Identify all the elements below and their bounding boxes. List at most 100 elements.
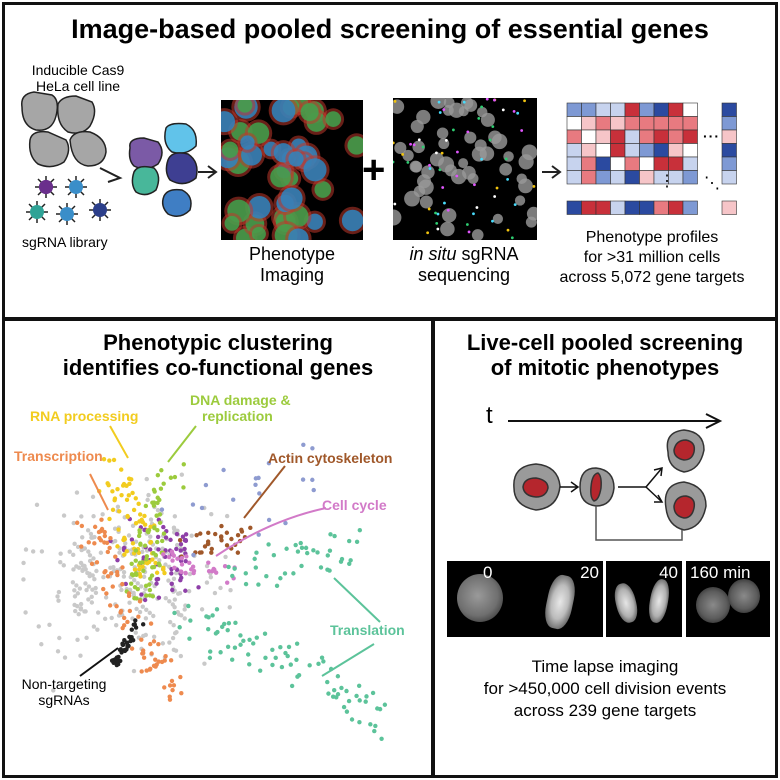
point-transcription: [99, 517, 104, 522]
point-other: [133, 630, 138, 635]
point-rna-processing: [130, 541, 136, 546]
point-other: [67, 549, 72, 554]
point-other: [173, 648, 179, 653]
point-dna-damage: [149, 573, 155, 578]
point-translation: [186, 603, 191, 609]
point-rna-processing: [161, 565, 166, 571]
point-other: [55, 594, 60, 599]
point-translation: [299, 563, 304, 569]
leader-line: [333, 577, 381, 623]
sequencing-spot: [491, 125, 495, 129]
division-arrow-icon: [618, 467, 664, 503]
timelapse-caption: Time lapse imaging for >450,000 cell div…: [436, 656, 774, 722]
point-other: [148, 534, 153, 539]
point-other: [144, 607, 149, 612]
point-rna-processing: [137, 519, 142, 524]
sequencing-spot: [493, 98, 496, 102]
point-translation: [318, 565, 324, 570]
point-rna-processing: [136, 501, 141, 507]
sequencing-spot: [417, 138, 421, 142]
point-translation: [303, 545, 309, 551]
point-translation: [238, 642, 243, 647]
point-other: [87, 573, 92, 579]
point-other: [89, 594, 94, 600]
point-other: [72, 588, 77, 593]
sequencing-image: [393, 98, 537, 240]
point-other: [154, 581, 159, 586]
point-transcription: [96, 529, 102, 535]
point-other: [221, 467, 226, 473]
cell-nucleus: [341, 209, 363, 232]
phenotype-heatmap: [566, 102, 737, 215]
point-dna-damage: [132, 584, 138, 590]
point-translation: [252, 556, 257, 562]
point-other: [147, 610, 152, 616]
nucleus: [474, 139, 487, 152]
point-transcription: [170, 687, 175, 693]
point-translation: [243, 581, 249, 587]
point-other: [183, 537, 188, 543]
point-translation: [206, 615, 211, 620]
left-title-line-1: Phenotypic clustering: [103, 330, 333, 355]
ellipsis-diagonal: ⋱: [704, 175, 720, 192]
point-translation: [341, 704, 347, 710]
sequencing-spot: [438, 111, 442, 114]
point-other: [95, 610, 101, 615]
point-translation: [218, 650, 223, 655]
sequencing-spot: [465, 223, 469, 226]
point-transcription: [125, 619, 130, 625]
point-transcription: [159, 659, 165, 665]
point-other: [34, 502, 40, 508]
point-dna-damage: [147, 593, 153, 598]
point-other: [155, 507, 161, 513]
caption-line-3: across 239 gene targets: [513, 701, 697, 720]
point-other: [75, 591, 81, 596]
point-translation: [319, 655, 325, 660]
sequencing-spot: [441, 186, 445, 189]
point-other: [174, 542, 180, 548]
point-rna-processing: [110, 489, 115, 494]
cell-nucleus: [221, 141, 239, 158]
point-cell-cycle: [191, 570, 196, 576]
point-other: [91, 514, 96, 519]
point-transcription: [127, 608, 133, 614]
nucleus: [525, 216, 537, 228]
point-translation: [321, 659, 326, 664]
sequencing-spot: [466, 130, 470, 134]
point-translation: [354, 693, 359, 699]
point-dna-damage: [140, 560, 145, 565]
point-other: [182, 546, 187, 552]
nucleus: [518, 154, 534, 170]
point-cell-cycle: [187, 560, 192, 566]
point-translation: [282, 571, 288, 576]
point-dna-damage: [157, 563, 162, 568]
label-dna-damage: DNA damage & replication: [190, 392, 291, 424]
point-other: [62, 655, 68, 660]
point-dna-damage: [155, 527, 160, 533]
point-other: [186, 588, 192, 594]
point-other: [253, 476, 259, 481]
sequencing-spot: [504, 157, 508, 161]
point-rna-processing: [126, 493, 132, 498]
point-other: [90, 587, 95, 592]
sequencing-italic: in situ: [409, 244, 457, 264]
point-other: [93, 590, 99, 596]
point-translation: [379, 736, 384, 742]
point-dna-damage: [142, 543, 148, 548]
label-cell-cycle: Cell cycle: [322, 497, 387, 513]
point-other: [112, 526, 118, 531]
nucleus: [419, 195, 433, 209]
point-other: [218, 585, 223, 591]
point-translation: [315, 550, 320, 555]
frame-label-160: 160 min: [690, 563, 751, 582]
sequencing-line-1: in situ sgRNA: [384, 244, 544, 265]
point-dna-damage: [181, 462, 186, 467]
point-rna-processing: [153, 560, 158, 566]
point-rna-processing: [111, 457, 117, 463]
point-transcription: [151, 663, 157, 669]
point-actin-cytoskeleton: [224, 530, 230, 535]
point-rna-processing: [136, 550, 142, 556]
point-dna-damage: [133, 548, 139, 553]
phenotype-imaging-line-2: Imaging: [259, 265, 325, 285]
point-other: [170, 635, 176, 641]
